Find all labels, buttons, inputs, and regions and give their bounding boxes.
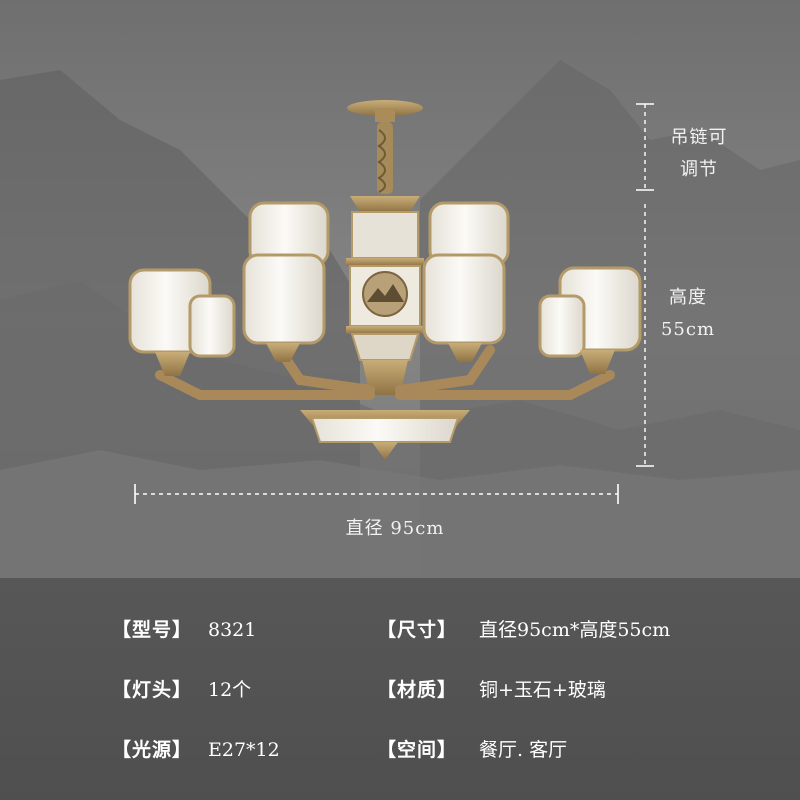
- height-label-line1: 高度: [669, 287, 707, 308]
- spec-value: 8321: [208, 619, 257, 641]
- chain-label-line1: 吊链可: [670, 127, 728, 148]
- spec-size: 【尺寸】 直径95cm*高度55cm: [377, 610, 670, 650]
- height-label: 高度 55cm: [658, 282, 718, 346]
- spec-value: 铜+玉石+玻璃: [479, 679, 606, 701]
- spec-material: 【材质】 铜+玉石+玻璃: [377, 670, 606, 710]
- spec-key: 【型号】: [112, 619, 193, 641]
- spec-key: 【空间】: [377, 739, 458, 761]
- height-label-line2: 55cm: [660, 319, 716, 340]
- spec-light-source: 【光源】 E27*12: [112, 730, 280, 770]
- spec-key: 【尺寸】: [377, 619, 458, 641]
- product-photo-area: 吊链可 调节 高度 55cm 直径 95cm: [0, 0, 800, 578]
- spec-key: 【灯头】: [112, 679, 193, 701]
- spec-value: E27*12: [208, 739, 280, 761]
- spec-value: 12个: [208, 679, 252, 701]
- spec-model: 【型号】 8321: [112, 610, 256, 650]
- spec-bulbs: 【灯头】 12个: [112, 670, 251, 710]
- spec-panel: 【型号】 8321 【尺寸】 直径95cm*高度55cm 【灯头】 12个 【材…: [0, 578, 800, 800]
- spec-key: 【光源】: [112, 739, 193, 761]
- spec-key: 【材质】: [377, 679, 458, 701]
- chandelier-image: [128, 100, 654, 504]
- chain-label-line2: 调节: [680, 159, 718, 180]
- diameter-label: 直径 95cm: [345, 518, 445, 539]
- spec-value: 餐厅. 客厅: [479, 739, 568, 761]
- spec-value: 直径95cm*高度55cm: [479, 619, 671, 641]
- spec-space: 【空间】 餐厅. 客厅: [377, 730, 567, 770]
- chain-adjustable-label: 吊链可 调节: [664, 122, 734, 186]
